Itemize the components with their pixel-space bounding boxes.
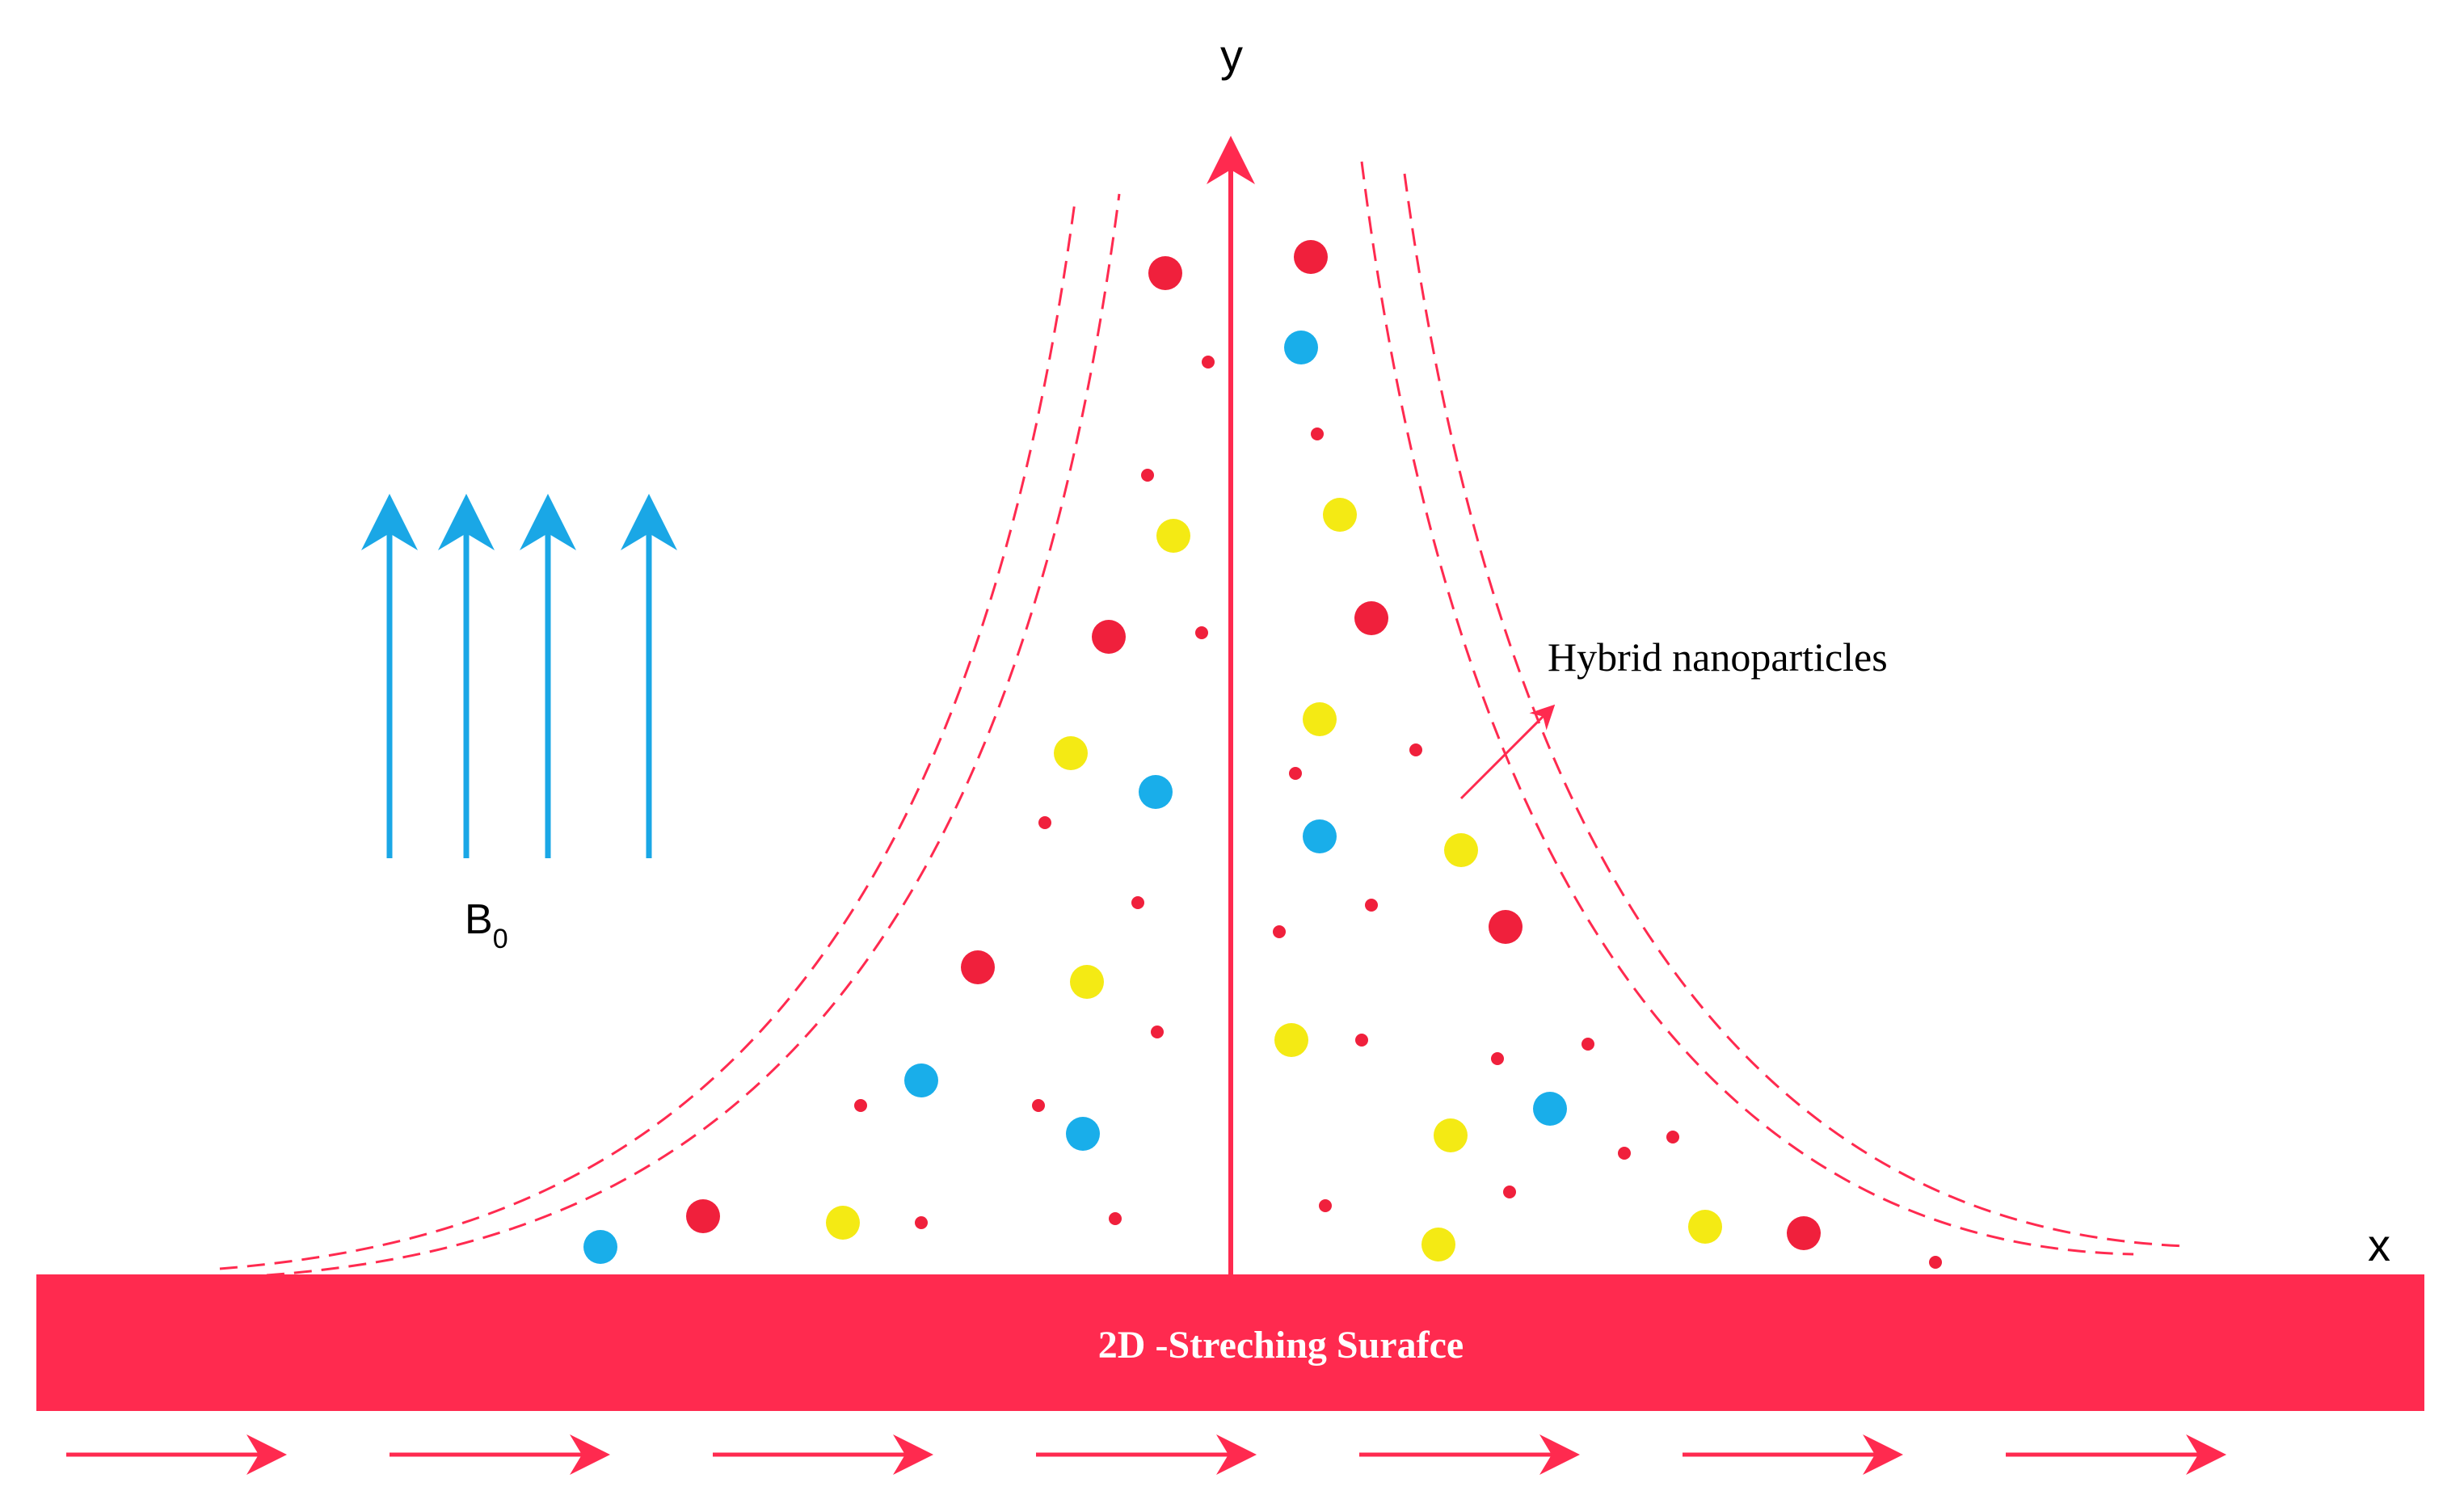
surface-label: 2D -Streching Surafce: [1098, 1324, 1464, 1367]
particle-yellow: [1054, 736, 1088, 770]
particle-small-red: [1038, 816, 1051, 829]
field-label-subscript: 0: [493, 924, 508, 954]
x-axis-label: x: [2368, 1219, 2390, 1270]
particle-small-red: [1195, 626, 1208, 639]
particle-small-red: [1581, 1038, 1594, 1051]
particle-small-red: [1151, 1026, 1164, 1038]
magnetic-field-arrows: [361, 494, 677, 858]
particle-blue: [1139, 775, 1173, 809]
particle-small-red: [1491, 1052, 1504, 1065]
particle-blue: [583, 1230, 617, 1264]
particle-small-red: [1365, 899, 1378, 912]
particle-yellow: [1688, 1210, 1722, 1244]
particle-red: [1148, 256, 1182, 290]
particle-small-red: [1666, 1131, 1679, 1143]
field-label: B0: [465, 896, 508, 954]
particle-yellow: [1156, 519, 1190, 553]
particle-small-red: [1503, 1186, 1516, 1198]
particle-small-red: [1202, 356, 1215, 369]
particle-blue: [1303, 819, 1337, 853]
particles-pointer: [1459, 704, 1556, 800]
particle-small-red: [1273, 925, 1286, 938]
particle-yellow: [1070, 965, 1104, 999]
particle-yellow: [1303, 702, 1337, 736]
particle-red: [1354, 601, 1388, 635]
particle-red: [1787, 1216, 1821, 1250]
boundary-curve-right-inner: [1360, 161, 2134, 1256]
particle-small-red: [854, 1099, 867, 1112]
particle-red: [1294, 240, 1328, 274]
boundary-curve-left-outer: [219, 201, 1076, 1270]
particle-yellow: [826, 1206, 860, 1240]
particle-small-red: [1311, 427, 1324, 440]
boundary-curve-left-inner: [266, 193, 1121, 1277]
particle-small-red: [1618, 1147, 1631, 1160]
stretching-surface: [36, 1274, 2424, 1411]
particle-small-red: [1355, 1034, 1368, 1047]
particle-small-red: [1929, 1256, 1942, 1269]
particle-yellow: [1434, 1118, 1468, 1152]
particle-yellow: [1421, 1228, 1455, 1261]
particle-small-red: [1319, 1199, 1332, 1212]
particle-red: [1092, 620, 1126, 654]
particle-yellow: [1323, 498, 1357, 532]
particle-blue: [1284, 331, 1318, 364]
particle-small-red: [1131, 896, 1144, 909]
particle-small-red: [1289, 767, 1302, 780]
particle-red: [686, 1199, 720, 1233]
boundary-curve-right-outer: [1403, 173, 2187, 1248]
y-axis-label: y: [1220, 30, 1243, 81]
particle-yellow: [1444, 833, 1478, 867]
particle-red: [1489, 910, 1523, 944]
particle-small-red: [1409, 743, 1422, 756]
nanoparticles: [583, 240, 1942, 1269]
particle-small-red: [1141, 469, 1154, 482]
boundary-layer-curves: [219, 161, 2187, 1277]
particle-small-red: [1032, 1099, 1045, 1112]
particle-red: [961, 950, 995, 984]
particle-yellow: [1274, 1023, 1308, 1057]
particle-small-red: [1109, 1212, 1122, 1225]
particle-small-red: [915, 1216, 928, 1229]
particle-blue: [1066, 1117, 1100, 1151]
particle-blue: [904, 1063, 938, 1097]
particle-blue: [1533, 1092, 1567, 1126]
particles-label: Hybrid nanoparticles: [1548, 634, 1888, 680]
